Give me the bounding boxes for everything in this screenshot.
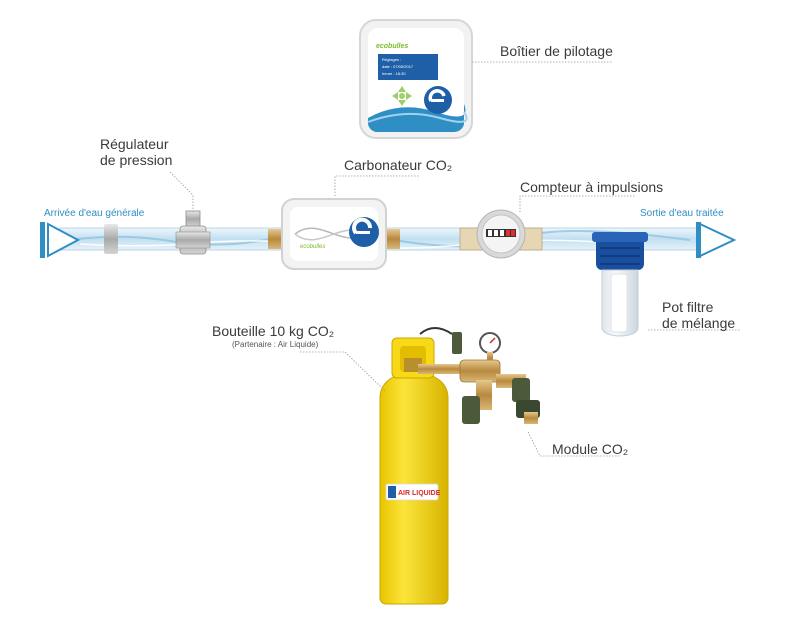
co2-module-icon (418, 327, 540, 424)
svg-text:ecobulles: ecobulles (300, 244, 325, 250)
label-regulateur-line2: de pression (100, 152, 173, 168)
pulse-meter-icon (459, 209, 543, 259)
control-box-icon: Réglages : date : 07/05/2017 heure : 18:… (359, 19, 473, 139)
pressure-regulator-icon (175, 210, 211, 255)
label-carbonateur: Carbonateur CO₂ (344, 157, 453, 173)
label-boitier-pilotage: Boîtier de pilotage (500, 43, 613, 59)
svg-text:heure : 18:30: heure : 18:30 (382, 71, 406, 76)
label-sortie: Sortie d'eau traitée (640, 208, 724, 219)
label-module: Module CO₂ (552, 441, 629, 457)
svg-text:Réglages :: Réglages : (382, 57, 401, 62)
label-compteur: Compteur à impulsions (520, 179, 664, 195)
label-bouteille: Bouteille 10 kg CO₂ (212, 323, 335, 339)
label-regulateur-line1: Régulateur (100, 136, 169, 152)
svg-text:date : 07/05/2017: date : 07/05/2017 (382, 64, 414, 69)
filter-pot-icon (592, 232, 648, 337)
label-pot-line1: Pot filtre (662, 299, 714, 315)
outlet-arrow-icon (696, 222, 737, 258)
carbonator-icon: ecobulles (268, 198, 400, 270)
label-pot-line2: de mélange (662, 315, 736, 331)
svg-text:AIR LIQUIDE: AIR LIQUIDE (398, 490, 441, 497)
pipe-coupling (104, 224, 118, 254)
label-partenaire: (Partenaire : Air Liquide) (232, 340, 319, 349)
leader-lines (169, 61, 740, 457)
co2-cylinder-icon: AIR LIQUIDE (379, 337, 449, 605)
svg-text:ecobulles: ecobulles (376, 43, 408, 50)
inlet-arrow-icon (40, 222, 81, 258)
label-arrivee: Arrivée d'eau générale (44, 208, 145, 219)
